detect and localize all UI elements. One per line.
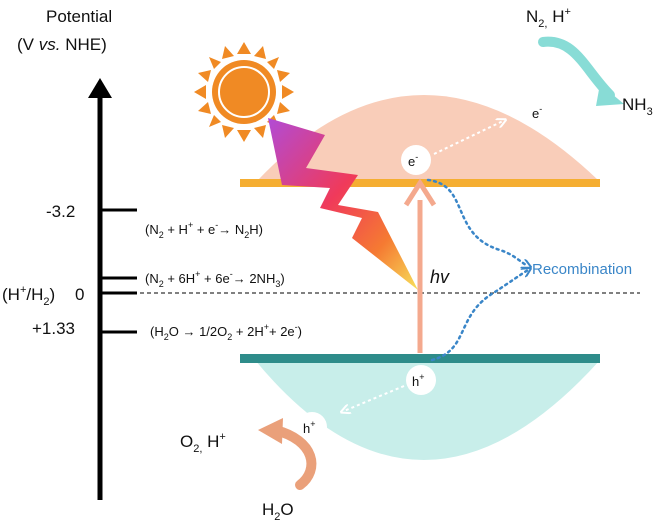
tick-label-zero: 0 xyxy=(75,285,84,304)
electron-surface-label: e- xyxy=(532,104,542,121)
tick-label-hh2-ref: (H+/H2) xyxy=(2,284,55,308)
hole-transfer-arrow xyxy=(344,385,405,411)
nitrogen-reduction-arrowhead xyxy=(596,84,624,106)
electron-cb-label: e- xyxy=(408,152,418,169)
recombination-path-electron xyxy=(426,178,528,266)
products-o2-h: O2, H+ xyxy=(180,431,226,455)
hole-surface xyxy=(297,412,327,442)
electron-transfer-arrow xyxy=(433,121,503,155)
sun-icon xyxy=(194,42,294,142)
hole-vb-label: h+ xyxy=(412,372,425,389)
reactants-n2-h: N2, H+ xyxy=(526,6,571,30)
light-bolt-icon xyxy=(268,118,418,290)
photon-energy-label: hv xyxy=(430,267,450,287)
electron-surface xyxy=(526,97,556,127)
reactant-water: H2O xyxy=(262,500,294,523)
hole-surface-label: h+ xyxy=(303,419,316,436)
conduction-band-dome xyxy=(258,95,598,180)
axis-title-line1: Potential xyxy=(46,7,112,26)
tick-label-pos133: +1.33 xyxy=(32,319,75,338)
recombination-path-hole xyxy=(430,270,528,362)
potential-axis-arrowhead xyxy=(88,78,112,98)
water-oxidation-arrow xyxy=(270,425,317,490)
electron-cb xyxy=(401,145,431,175)
valence-band-line xyxy=(240,354,600,363)
product-nh3: NH3 xyxy=(622,95,653,118)
axis-title-line2: (V vs. NHE) xyxy=(17,35,107,54)
equation-water-oxidation: (H2O → 1/2O2 + 2H++ 2e-) xyxy=(150,322,302,342)
tick-label-neg32: -3.2 xyxy=(46,202,75,221)
water-oxidation-arrowhead xyxy=(258,418,283,444)
hole-vb xyxy=(406,365,436,395)
valence-band-dome xyxy=(255,360,600,460)
equation-nh3: (N2 + 6H+ + 6e-→ 2NH3) xyxy=(145,269,285,289)
recombination-label: Recombination xyxy=(532,261,632,278)
equation-n2h: (N2 + H+ + e-→ N2H) xyxy=(145,220,263,240)
excitation-arrowhead xyxy=(403,178,437,207)
